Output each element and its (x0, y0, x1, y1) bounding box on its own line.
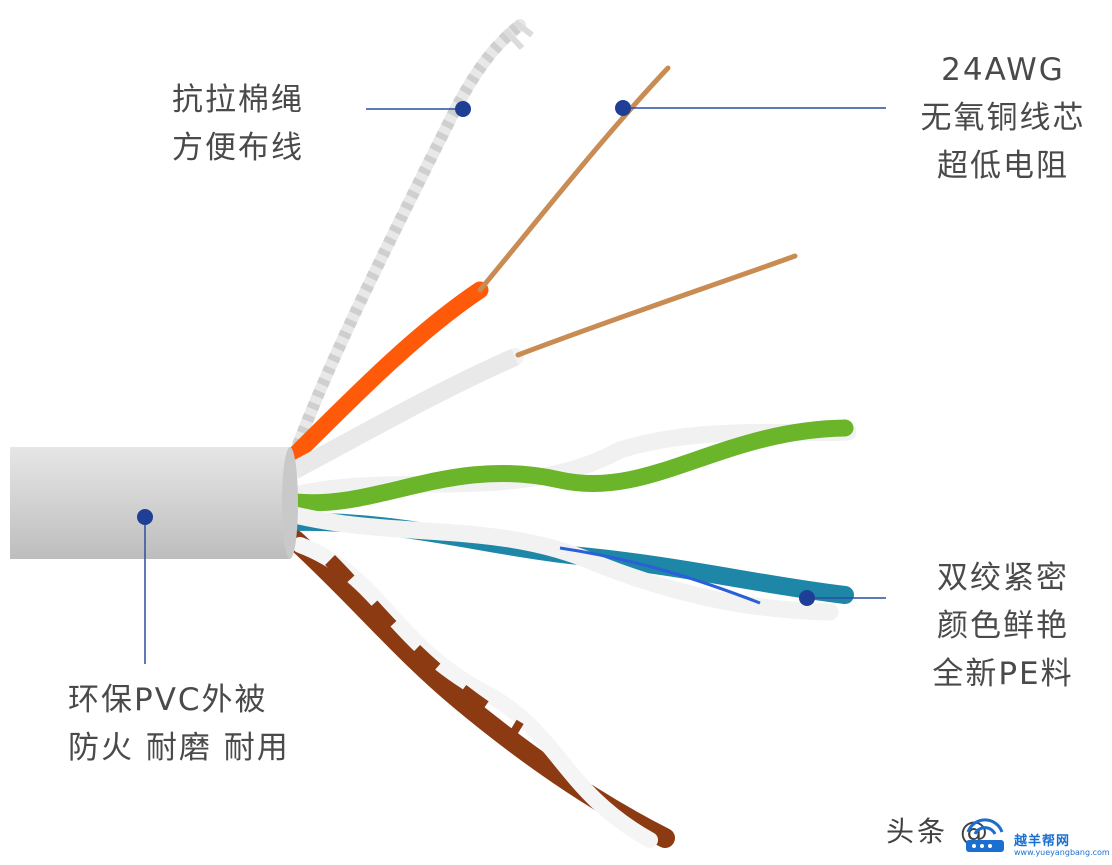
twist-line-1: 双绞紧密 (937, 560, 1069, 596)
orange-wire (286, 65, 671, 464)
twist-line-3: 全新PE料 (932, 656, 1074, 692)
callout-lines (137, 100, 886, 664)
copper-line-1: 24AWG (941, 52, 1065, 88)
watermark-brand: 越羊帮网 (1014, 834, 1071, 849)
copper-line-2: 无氧铜线芯 (920, 100, 1086, 136)
watermark-url: www.yueyangbang.com (1014, 848, 1110, 857)
pvc-line-2: 防火 耐磨 耐用 (68, 730, 290, 766)
rope-line-2: 方便布线 (172, 130, 304, 166)
green-twisted-pair (286, 419, 857, 512)
brown-twisted-pair (285, 530, 675, 848)
cotton-rope (292, 19, 534, 451)
white-wire (286, 253, 798, 479)
pvc-line-1: 环保PVC外被 (68, 682, 268, 718)
twist-callout-label: 双绞紧密 颜色鲜艳 全新PE料 (928, 554, 1078, 698)
copper-line-3: 超低电阻 (937, 148, 1069, 184)
copper-callout-label: 24AWG 无氧铜线芯 超低电阻 (908, 46, 1098, 190)
router-logo-icon (966, 818, 1004, 852)
twist-line-2: 颜色鲜艳 (937, 608, 1069, 644)
pvc-jacket (10, 447, 298, 559)
pvc-callout-label: 环保PVC外被 防火 耐磨 耐用 (68, 676, 290, 772)
blue-twisted-pair (286, 506, 854, 621)
rope-line-1: 抗拉棉绳 (172, 82, 304, 118)
rope-callout-label: 抗拉棉绳 方便布线 (172, 76, 304, 172)
